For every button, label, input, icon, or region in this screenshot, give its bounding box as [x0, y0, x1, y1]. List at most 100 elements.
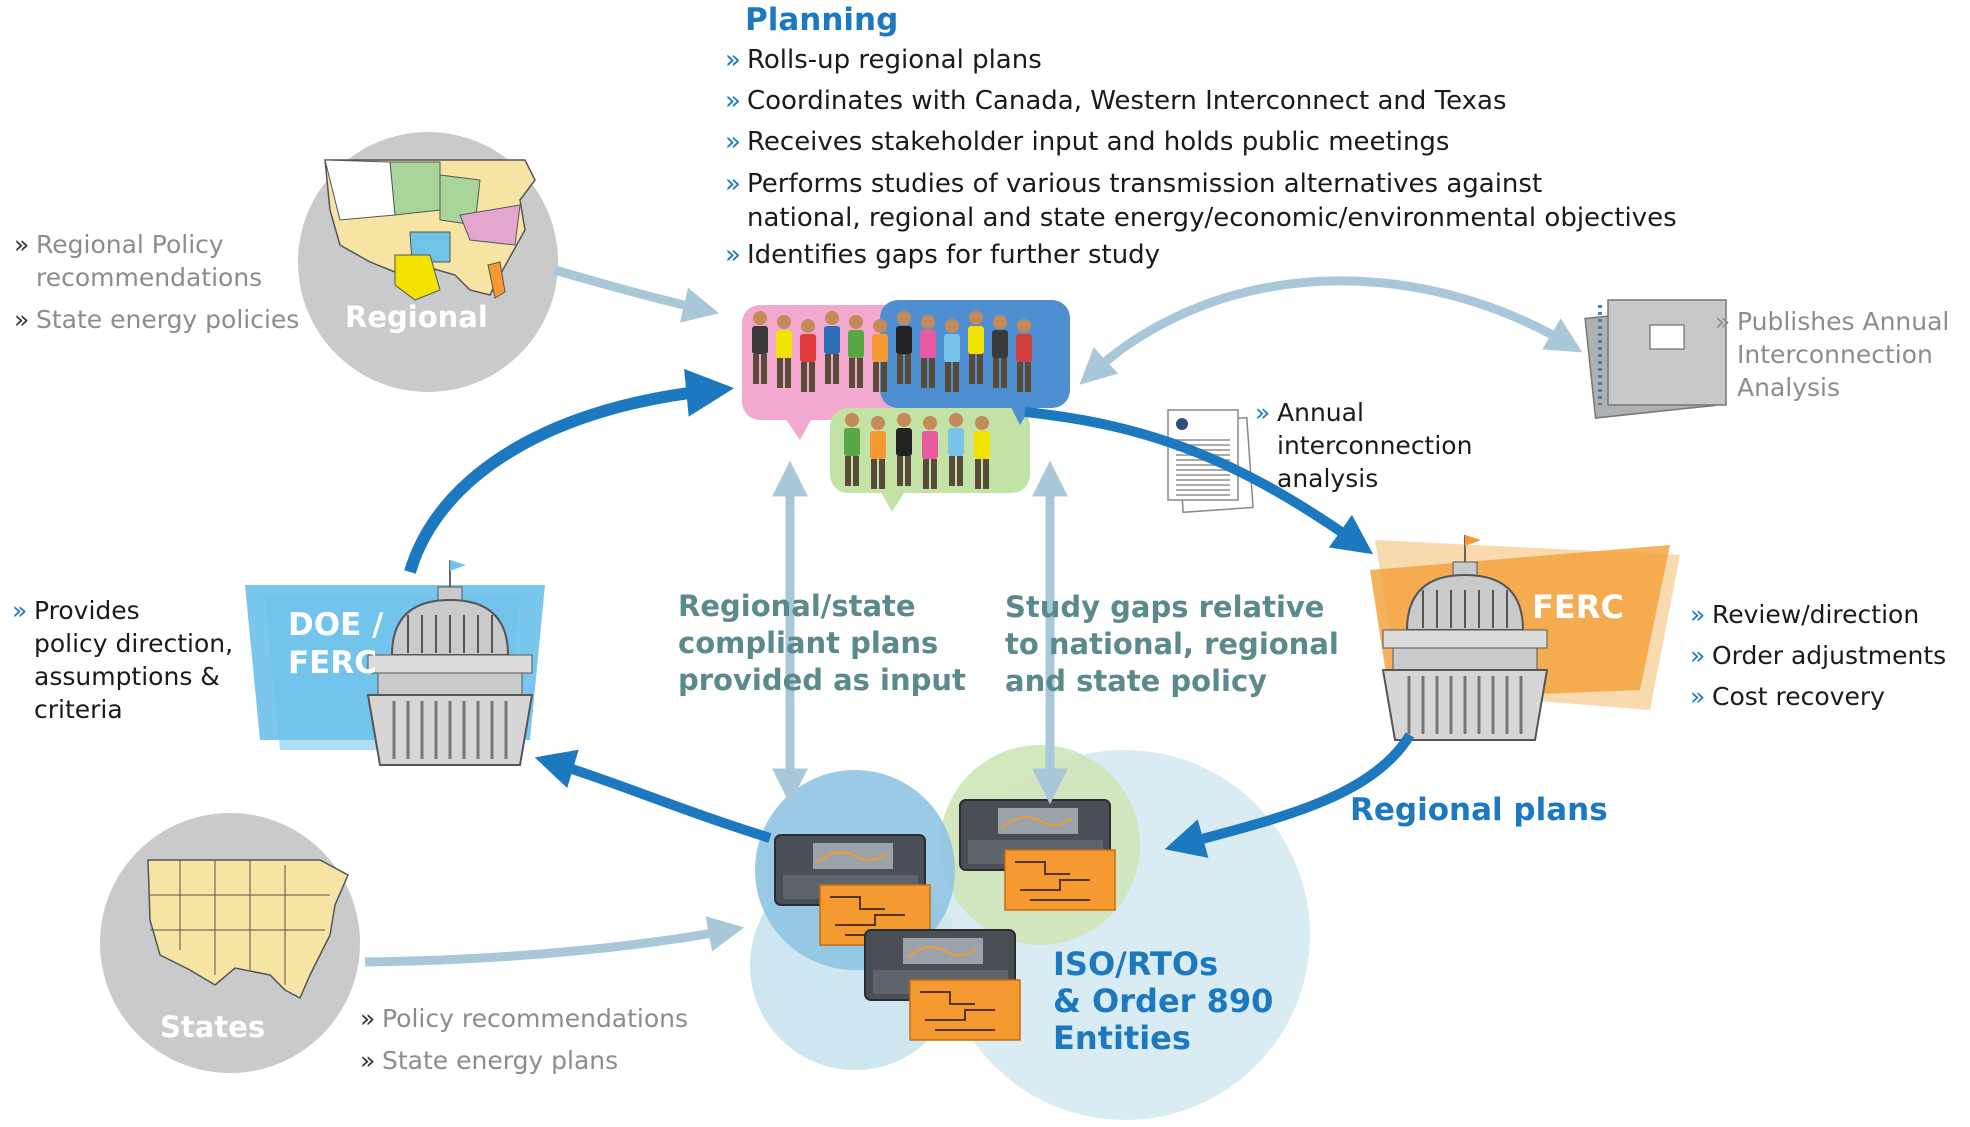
person-figure	[870, 416, 886, 489]
capitol-building-icon	[1381, 535, 1549, 741]
publishes-line-text: Publishes Annual	[1737, 307, 1950, 336]
annual-line-text: Annual	[1277, 398, 1364, 427]
doe-line-text: Provides	[34, 596, 140, 625]
control-panel	[864, 929, 1021, 1041]
compliant-plans-text: Regional/state compliant plans provided …	[678, 588, 966, 699]
compliant-plans-line: Regional/state	[678, 589, 916, 623]
planning-bullet-text: Receives stakeholder input and holds pub…	[747, 127, 1450, 157]
person-figure	[844, 413, 860, 486]
ferc-bullet: »Review/direction	[1690, 594, 1946, 635]
ferc-bullet-text: Cost recovery	[1712, 682, 1885, 711]
publishes-annual-text: »Publishes Annual Interconnection Analys…	[1715, 305, 1949, 404]
compliant-plans-line: compliant plans	[678, 626, 939, 660]
compliant-plans-line: provided as input	[678, 663, 966, 697]
regional-bullet-cont: recommendations	[14, 261, 299, 294]
regional-bullet-text: State energy policies	[36, 305, 300, 334]
bullet-marker: »	[360, 1046, 376, 1075]
planning-bullet: »Coordinates with Canada, Western Interc…	[725, 81, 1677, 122]
ferc-label: FERC	[1532, 588, 1624, 626]
arrow-ferc-to-iso	[1164, 732, 1415, 858]
iso-line: ISO/RTOs	[1053, 945, 1219, 983]
bullet-marker: »	[725, 169, 741, 199]
doe-label-line: DOE /	[288, 607, 384, 643]
study-gaps-line: and state policy	[1005, 664, 1268, 698]
planning-bullet-text: Performs studies of various transmission…	[747, 169, 1543, 199]
person-figure	[848, 315, 864, 388]
bullet-marker: »	[14, 305, 30, 334]
planning-bullet: »Performs studies of various transmissio…	[725, 163, 1677, 235]
arrow-states-to-iso	[364, 916, 745, 967]
annual-analysis-text: »Annual interconnection analysis	[1255, 396, 1472, 495]
regional-bullet-text: Regional Policy	[36, 230, 224, 259]
person-figure	[920, 315, 936, 388]
stakeholder-people	[752, 311, 1032, 489]
doe-line: »Provides	[12, 594, 233, 627]
planning-bullet: »Identifies gaps for further study	[725, 235, 1677, 276]
doe-ferc-label: DOE / FERC	[288, 606, 383, 682]
person-figure	[922, 416, 938, 489]
person-figure	[776, 315, 792, 388]
states-bullet-text: Policy recommendations	[382, 1004, 689, 1033]
bullet-marker: »	[1715, 307, 1731, 336]
iso-rto-label: ISO/RTOs & Order 890 Entities	[1053, 946, 1273, 1057]
bullet-marker: »	[12, 596, 28, 625]
bullet-marker: »	[725, 86, 741, 116]
iso-line: & Order 890	[1053, 982, 1274, 1020]
annual-line: »Annual	[1255, 396, 1472, 429]
control-panel	[959, 799, 1116, 911]
iso-line: Entities	[1053, 1019, 1191, 1057]
bullet-marker: »	[725, 127, 741, 157]
ferc-bullet-text: Order adjustments	[1712, 641, 1947, 670]
doe-line: criteria	[34, 695, 123, 724]
states-bullet: »State energy plans	[360, 1040, 688, 1082]
doe-label-line: FERC	[288, 645, 377, 681]
planning-bullet-text: Identifies gaps for further study	[747, 240, 1161, 270]
bullet-marker: »	[725, 240, 741, 270]
person-figure	[944, 319, 960, 392]
arrow-planning-publishes	[1079, 276, 1583, 385]
regional-bullets: »Regional Policy recommendations »State …	[14, 228, 299, 336]
study-gaps-text: Study gaps relative to national, regiona…	[1005, 589, 1339, 700]
doe-line: assumptions &	[34, 662, 220, 691]
doe-bullets: »Provides policy direction, assumptions …	[12, 594, 233, 726]
study-gaps-line: to national, regional	[1005, 627, 1339, 661]
bullet-marker: »	[360, 1004, 376, 1033]
person-figure	[896, 311, 912, 384]
bullet-marker: »	[1255, 398, 1271, 427]
capitol-building-icon	[366, 560, 534, 766]
person-figure	[974, 416, 990, 489]
arrow-iso-to-doe	[534, 749, 772, 843]
regional-map-icon	[324, 159, 536, 301]
regional-bullet: »Regional Policy	[14, 228, 299, 261]
states-bullets: »Policy recommendations »State energy pl…	[360, 998, 688, 1082]
study-gaps-line: Study gaps relative	[1005, 590, 1325, 624]
states-bullet-text: State energy plans	[382, 1046, 619, 1075]
ferc-bullet: »Order adjustments	[1690, 635, 1946, 676]
person-figure	[752, 311, 768, 384]
capitol-domes	[366, 535, 1549, 766]
planning-bullet-text: national, regional and state energy/econ…	[747, 203, 1677, 233]
publishes-line: Interconnection	[1737, 340, 1933, 369]
bullet-marker: »	[725, 45, 741, 75]
planning-bullet-text: Rolls-up regional plans	[747, 45, 1042, 75]
states-bullet: »Policy recommendations	[360, 998, 688, 1040]
person-figure	[948, 413, 964, 486]
person-figure	[824, 311, 840, 384]
publishes-line: Analysis	[1737, 373, 1841, 402]
bullet-marker: »	[1690, 641, 1706, 670]
arrow-planning-to-ferc	[1024, 407, 1374, 555]
annual-line: interconnection	[1277, 431, 1473, 460]
planning-bullets: »Rolls-up regional plans »Coordinates wi…	[725, 40, 1677, 276]
annual-line: analysis	[1277, 464, 1379, 493]
planning-bullet-text: Coordinates with Canada, Western Interco…	[747, 86, 1507, 116]
planning-title: Planning	[745, 2, 899, 38]
arrow-regional-to-planning	[553, 265, 720, 323]
control-panel	[774, 834, 931, 946]
states-label: States	[160, 1010, 266, 1044]
planning-bullet: »Rolls-up regional plans	[725, 40, 1677, 81]
states-map-icon	[147, 859, 349, 1000]
flow-arrows	[364, 265, 1583, 967]
ferc-bullet-text: Review/direction	[1712, 600, 1920, 629]
regional-bullet: »State energy policies	[14, 303, 299, 336]
